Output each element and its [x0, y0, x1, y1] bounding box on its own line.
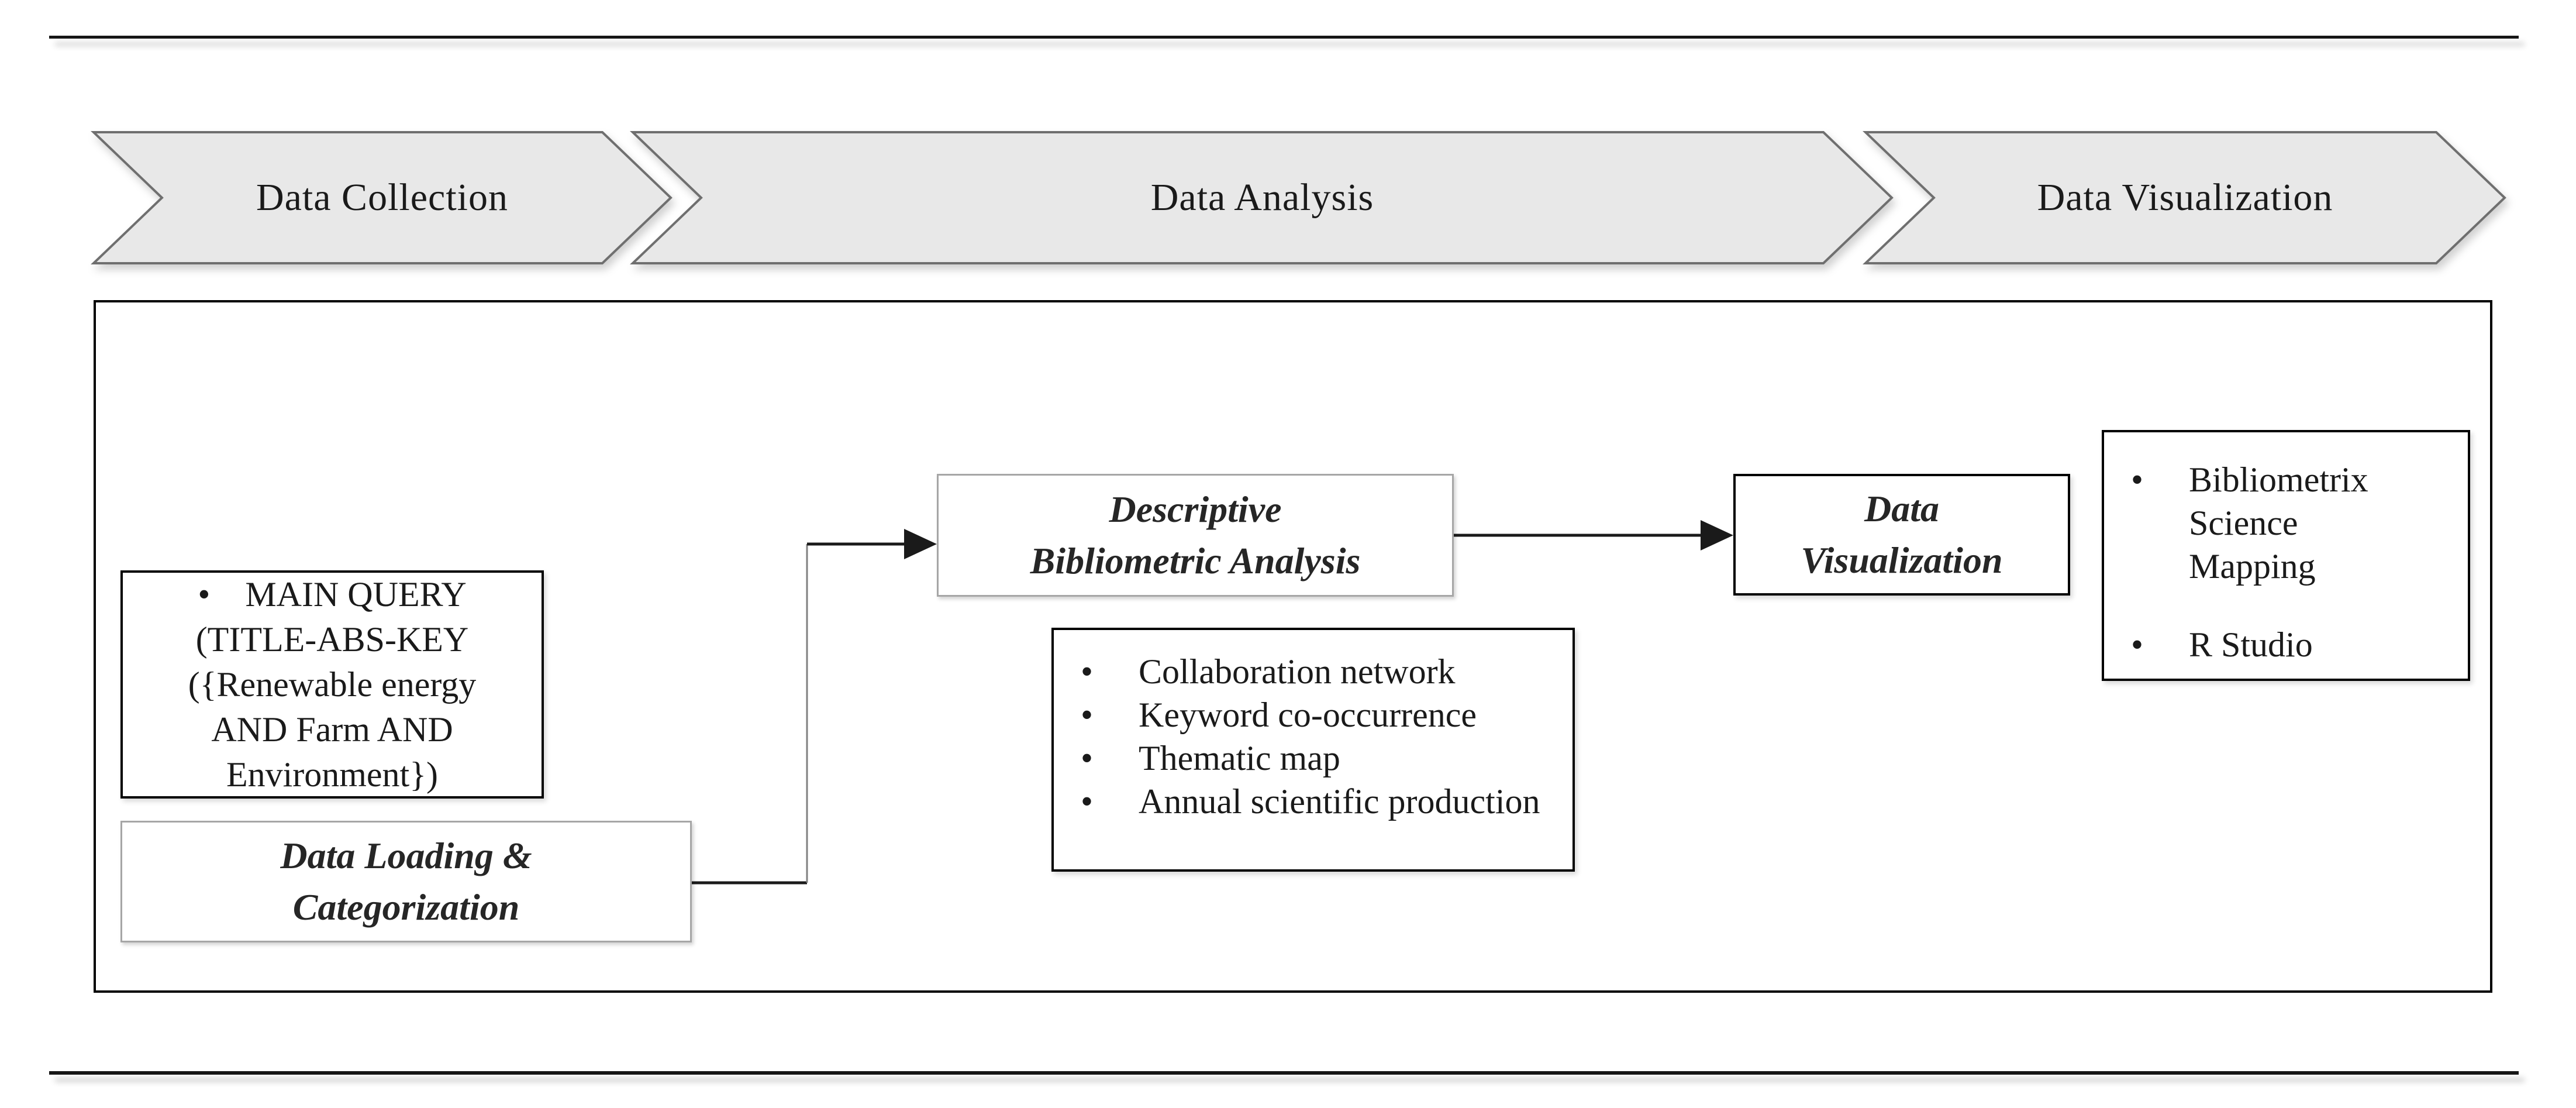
bottom-rule [49, 1071, 2519, 1075]
data-loading-box: Data Loading & Categorization [120, 821, 692, 942]
list-item: R Studio [2104, 623, 2458, 666]
arrowhead-into-dataviz [1701, 520, 1733, 550]
list-item: Annual scientific production [1054, 780, 1563, 823]
chevron-shape-data-analysis [630, 131, 1894, 264]
visualization-tools-list: Bibliometrix Science Mapping R Studio [2104, 432, 2468, 666]
list-item: Thematic map [1054, 737, 1563, 780]
chevron-label-data-analysis: Data Analysis [1150, 176, 1374, 219]
data-visualization-box: Data Visualization [1733, 474, 2070, 596]
chevron-shape-data-visualization [1863, 131, 2506, 264]
chevron-shape-data-collection [91, 131, 673, 264]
list-item: Collaboration network [1054, 650, 1563, 693]
analysis-outputs-list: Collaboration networkKeyword co-occurren… [1054, 630, 1573, 823]
chevron-label-data-collection: Data Collection [256, 176, 509, 219]
main-query-box: • MAIN QUERY (TITLE-ABS-KEY ({Renewable … [120, 570, 544, 799]
diagram-outer-frame [94, 300, 2492, 993]
list-item: Bibliometrix Science Mapping [2104, 458, 2458, 588]
top-rule [49, 36, 2519, 39]
descriptive-analysis-box: Descriptive Bibliometric Analysis [937, 474, 1454, 597]
arrowhead-into-descriptive [904, 529, 937, 559]
analysis-outputs-box: Collaboration networkKeyword co-occurren… [1051, 628, 1575, 872]
visualization-tools-box: Bibliometrix Science Mapping R Studio [2102, 430, 2470, 681]
list-item: Keyword co-occurrence [1054, 693, 1563, 737]
chevron-label-data-visualization: Data Visualization [2037, 176, 2333, 219]
